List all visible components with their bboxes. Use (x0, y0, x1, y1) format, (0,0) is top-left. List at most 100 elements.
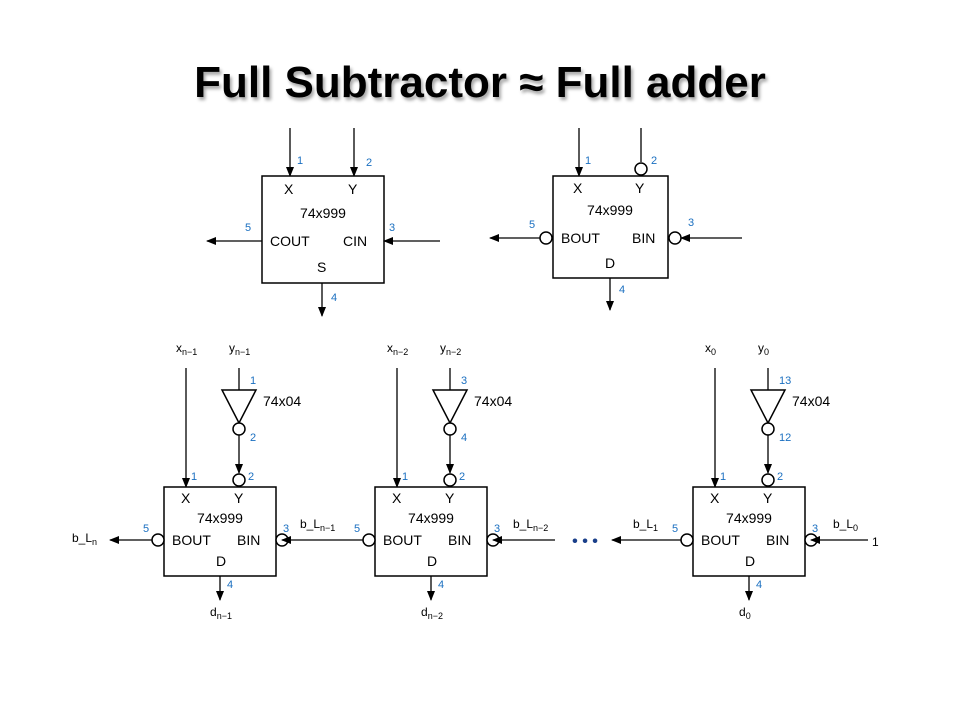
stage-pin-y: 2 (248, 471, 254, 483)
sub-pin-x: 1 (585, 155, 591, 167)
stage-y-input-label: y0 (758, 341, 769, 357)
sub-bin-label: BIN (632, 230, 655, 246)
stage-bin-label: BIN (766, 532, 789, 548)
sub-bin-bubble (668, 231, 682, 245)
inverter-74x04 (749, 389, 787, 425)
borrow-label-stage0: b_Ln−1 (300, 517, 335, 533)
borrow-chain: b_Ln b_Ln−1 b_Ln−2 b_L1 b_L0 1 (72, 517, 879, 549)
borrow-label-stage1: b_Ln−2 (513, 517, 548, 533)
stage-pin-d: 4 (438, 579, 444, 591)
inverter-bubble (761, 422, 775, 436)
adder-y-label: Y (348, 181, 358, 197)
stage-bout-label: BOUT (701, 532, 740, 548)
stage-pin-bout: 5 (672, 523, 678, 535)
inverter-bubble (232, 422, 246, 436)
adder-cin-label: CIN (343, 233, 367, 249)
inverter-74x04 (220, 389, 258, 425)
stage-pin-x: 1 (720, 471, 726, 483)
inverter-in-pin: 1 (250, 375, 256, 387)
sub-y-bubble (634, 162, 648, 176)
adder-chip-name: 74x999 (300, 205, 346, 221)
stage-bout-bubble (151, 533, 165, 547)
adder-cout-label: COUT (270, 233, 310, 249)
inverter-name: 74x04 (263, 393, 301, 409)
stage-bout-label: BOUT (383, 532, 422, 548)
adder-pin-y: 2 (366, 157, 372, 169)
stage-x-label: X (392, 490, 402, 506)
adder-pin-x: 1 (297, 155, 303, 167)
stage-chip-name: 74x999 (408, 510, 454, 526)
borrow-out-label: b_Ln (72, 531, 97, 547)
borrow-in-label: b_L0 (833, 517, 858, 533)
full-subtractor-chip (552, 175, 669, 279)
sub-chip-name: 74x999 (587, 202, 633, 218)
sub-pin-d: 4 (619, 284, 625, 296)
stage-pin-bout: 5 (143, 523, 149, 535)
stage-bin-label: BIN (448, 532, 471, 548)
stage-chip-name: 74x999 (726, 510, 772, 526)
sub-bout-bubble (539, 231, 553, 245)
adder-x-label: X (284, 181, 294, 197)
stage-d-label: D (427, 553, 437, 569)
stage-pin-y: 2 (459, 471, 465, 483)
stage-chip (374, 486, 488, 577)
stage-pin-d: 4 (227, 579, 233, 591)
sub-x-label: X (573, 180, 583, 196)
stage-x-label: X (710, 490, 720, 506)
stage-bout-bubble (680, 533, 694, 547)
borrow-label-stage2-out: b_L1 (633, 517, 658, 533)
inverter-out-pin: 4 (461, 432, 467, 444)
inverter-out-pin: 2 (250, 432, 256, 444)
adder-pin-s: 4 (331, 292, 337, 304)
stage-x-input-label: xn−2 (387, 341, 408, 357)
stage-pin-d: 4 (756, 579, 762, 591)
stage-y-input-label: yn−1 (229, 341, 250, 357)
stage-d-output-label: d0 (739, 605, 751, 621)
stage-d-output-label: dn−2 (421, 605, 443, 621)
inverter-name: 74x04 (792, 393, 830, 409)
stage-pin-bin: 3 (494, 523, 500, 535)
stage-x-label: X (181, 490, 191, 506)
full-adder-chip (261, 175, 385, 284)
stage-y-bubble (232, 473, 246, 487)
stage-chip (692, 486, 806, 577)
inverter-name: 74x04 (474, 393, 512, 409)
stage-d-label: D (745, 553, 755, 569)
stage-y-input-label: yn−2 (440, 341, 461, 357)
stage-bin-label: BIN (237, 532, 260, 548)
sub-pin-y: 2 (651, 155, 657, 167)
sub-y-label: Y (635, 180, 645, 196)
adder-pin-cout: 5 (245, 222, 251, 234)
adder-pin-cin: 3 (389, 222, 395, 234)
full-subtractor-block: 1 2 5 3 4 X Y 74x999 BOUT BIN D (489, 128, 742, 311)
sub-bout-label: BOUT (561, 230, 600, 246)
stage-x-input-label: x0 (705, 341, 716, 357)
stage-d-output-label: dn−1 (210, 605, 232, 621)
stage-pin-bin: 3 (812, 523, 818, 535)
stage-y-bubble (443, 473, 457, 487)
adder-s-label: S (317, 259, 326, 275)
inverter-74x04 (431, 389, 469, 425)
stage-pin-bout: 5 (354, 523, 360, 535)
stage-pin-x: 1 (191, 471, 197, 483)
inverter-bubble (443, 422, 457, 436)
stage-bout-label: BOUT (172, 532, 211, 548)
full-adder-block: 1 2 5 3 4 X Y 74x999 COUT CIN S (206, 128, 440, 317)
stage-y-bubble (761, 473, 775, 487)
slide-title: Full Subtractor ≈ Full adder (194, 58, 766, 107)
sub-pin-bin: 3 (688, 217, 694, 229)
stage-pin-x: 1 (402, 471, 408, 483)
stage-pin-y: 2 (777, 471, 783, 483)
inverter-out-pin: 12 (779, 432, 791, 444)
borrow-in-value: 1 (872, 535, 879, 549)
stage-y-label: Y (763, 490, 773, 506)
sub-pin-bout: 5 (529, 219, 535, 231)
stage-y-label: Y (234, 490, 244, 506)
stage-d-label: D (216, 553, 226, 569)
stage-bout-bubble (362, 533, 376, 547)
